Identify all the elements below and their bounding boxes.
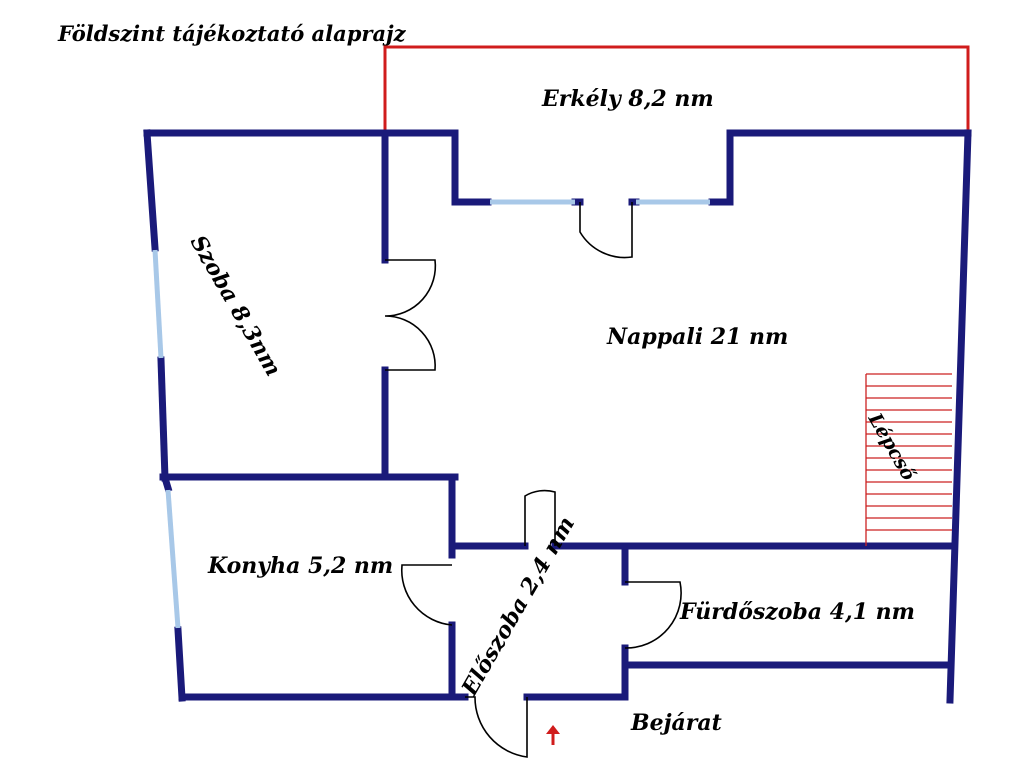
windows xyxy=(152,199,710,629)
label-bathroom: Fürdőszoba 4,1 nm xyxy=(679,599,915,625)
stairs xyxy=(865,373,952,546)
entrance-arrow-icon xyxy=(546,725,560,745)
walls xyxy=(143,129,972,704)
label-kitchen: Konyha 5,2 nm xyxy=(207,553,393,579)
label-hall: Előszoba 2,4 nm xyxy=(456,512,580,701)
label-entrance: Bejárat xyxy=(630,710,722,736)
label-balcony: Erkély 8,2 nm xyxy=(541,86,714,112)
plan-title: Földszint tájékoztató alaprajz xyxy=(57,21,407,46)
doors xyxy=(384,202,682,758)
balcony-outline xyxy=(383,45,970,132)
label-living-room: Nappali 21 nm xyxy=(606,324,788,350)
label-room: Szoba 8,3nm xyxy=(185,231,286,381)
